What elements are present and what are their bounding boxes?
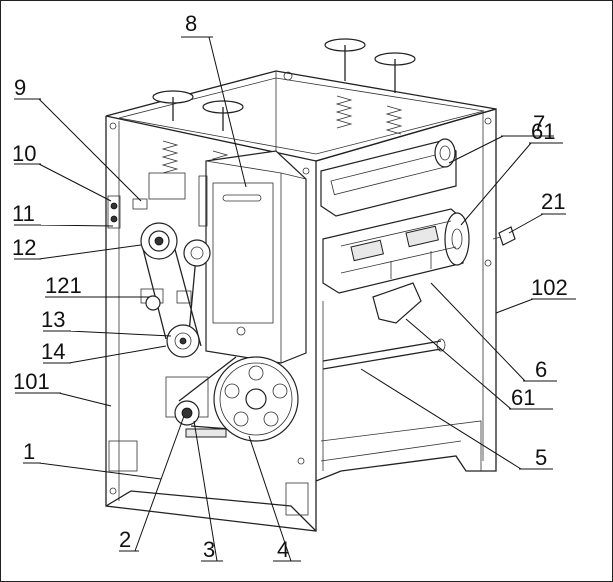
label-61-upper: 61 (531, 119, 555, 144)
label-8: 8 (185, 11, 197, 36)
label-14: 14 (41, 339, 65, 364)
label-12: 12 (12, 235, 36, 260)
label-101: 101 (13, 369, 50, 394)
label-102: 102 (531, 275, 568, 300)
label-2: 2 (119, 527, 131, 552)
leader-lines (14, 36, 576, 562)
label-5: 5 (535, 445, 547, 470)
label-6: 6 (535, 357, 547, 382)
lower-rollers (322, 301, 446, 471)
label-4: 4 (277, 537, 289, 562)
machine-frame (105, 70, 497, 532)
label-7: 7 (533, 111, 545, 136)
label-9: 9 (14, 75, 26, 100)
control-box (198, 150, 307, 364)
label-61-lower: 61 (511, 385, 535, 410)
belt-drive (107, 195, 299, 442)
label-121: 121 (45, 273, 82, 298)
label-11: 11 (12, 201, 35, 226)
main-drum (322, 208, 470, 324)
label-1: 1 (23, 439, 35, 464)
label-3: 3 (203, 537, 215, 562)
part-labels: 8 9 10 11 12 121 13 14 101 1 2 3 4 5 61 … (12, 11, 568, 562)
label-21: 21 (541, 189, 565, 214)
label-10: 10 (12, 141, 36, 166)
hand-wheels (152, 38, 416, 131)
label-13: 13 (41, 307, 65, 332)
upper-roller (320, 138, 457, 217)
